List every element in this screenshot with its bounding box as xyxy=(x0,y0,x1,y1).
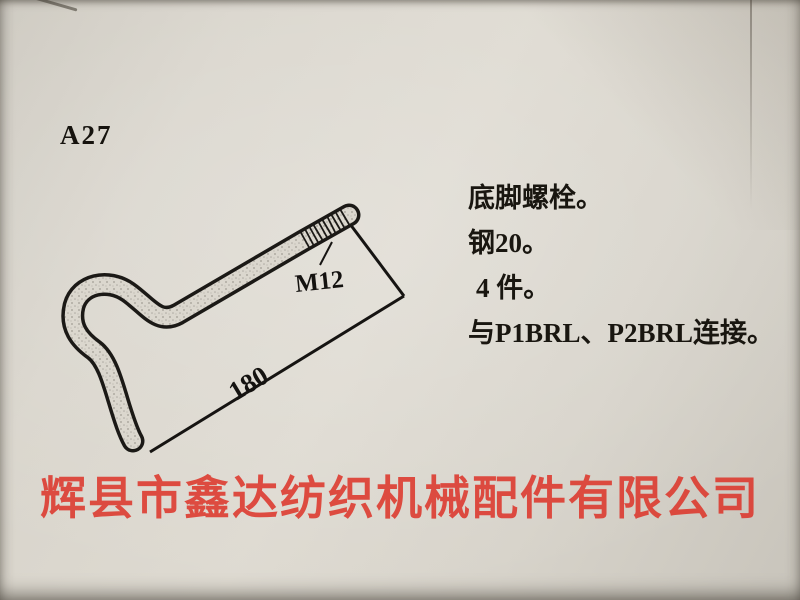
notes-block: 底脚螺栓。 钢20。 4 件。 与P1BRL、P2BRL连接。 xyxy=(468,176,774,356)
bolt-threads xyxy=(299,208,351,250)
length-dimension-label: 180 xyxy=(223,360,273,407)
paper-crease-right xyxy=(750,0,752,210)
note-connection: 与P1BRL、P2BRL连接。 xyxy=(468,318,775,348)
note-part-name: 底脚螺栓。 xyxy=(468,183,603,213)
page-code: A27 xyxy=(60,120,113,150)
thread-label-leader-line xyxy=(319,241,333,266)
dimension-line xyxy=(149,294,405,454)
note-material: 钢20。 xyxy=(468,228,549,258)
bolt-body-texture xyxy=(64,207,357,449)
paper-shading-top-right xyxy=(500,0,800,230)
note-quantity: 4 件。 xyxy=(476,273,551,303)
dimension-extension-line xyxy=(348,223,406,297)
thread-size-label: M12 xyxy=(294,266,345,298)
company-watermark: 辉县市鑫达纺织机械配件有限公司 xyxy=(40,473,760,524)
